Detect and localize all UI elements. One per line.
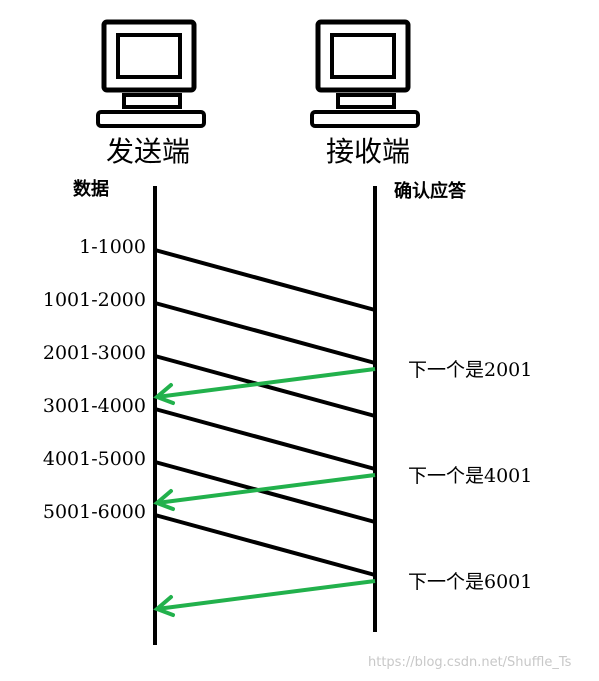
ack-arrow [153, 473, 376, 511]
computer-icon [310, 19, 420, 128]
data-segment-line [154, 460, 376, 524]
ack-label: 下一个是6001 [408, 571, 533, 593]
segment-label: 1001-2000 [42, 289, 146, 311]
data-segment-line [154, 301, 376, 365]
ack-label: 下一个是2001 [408, 359, 533, 381]
data-segment-line [154, 248, 376, 312]
data-segment-line [154, 354, 376, 418]
receiver-title: 接收端 [326, 135, 411, 168]
segment-label: 3001-4000 [42, 395, 146, 417]
sender-column-label: 数据 [73, 179, 109, 200]
receiver-column-label: 确认应答 [394, 181, 466, 202]
watermark: https://blog.csdn.net/Shuffle_Ts [368, 655, 572, 670]
data-segment-line [154, 407, 376, 471]
computer-icon [96, 19, 206, 128]
segment-label: 2001-3000 [42, 342, 146, 364]
ack-arrow [153, 367, 376, 405]
segment-label: 5001-6000 [42, 501, 146, 523]
data-segment-line [154, 513, 376, 577]
sender-title: 发送端 [106, 135, 191, 168]
ack-arrow [153, 579, 376, 617]
segment-label: 4001-5000 [42, 448, 146, 470]
ack-label: 下一个是4001 [408, 465, 533, 487]
segment-label: 1-1000 [79, 236, 146, 258]
